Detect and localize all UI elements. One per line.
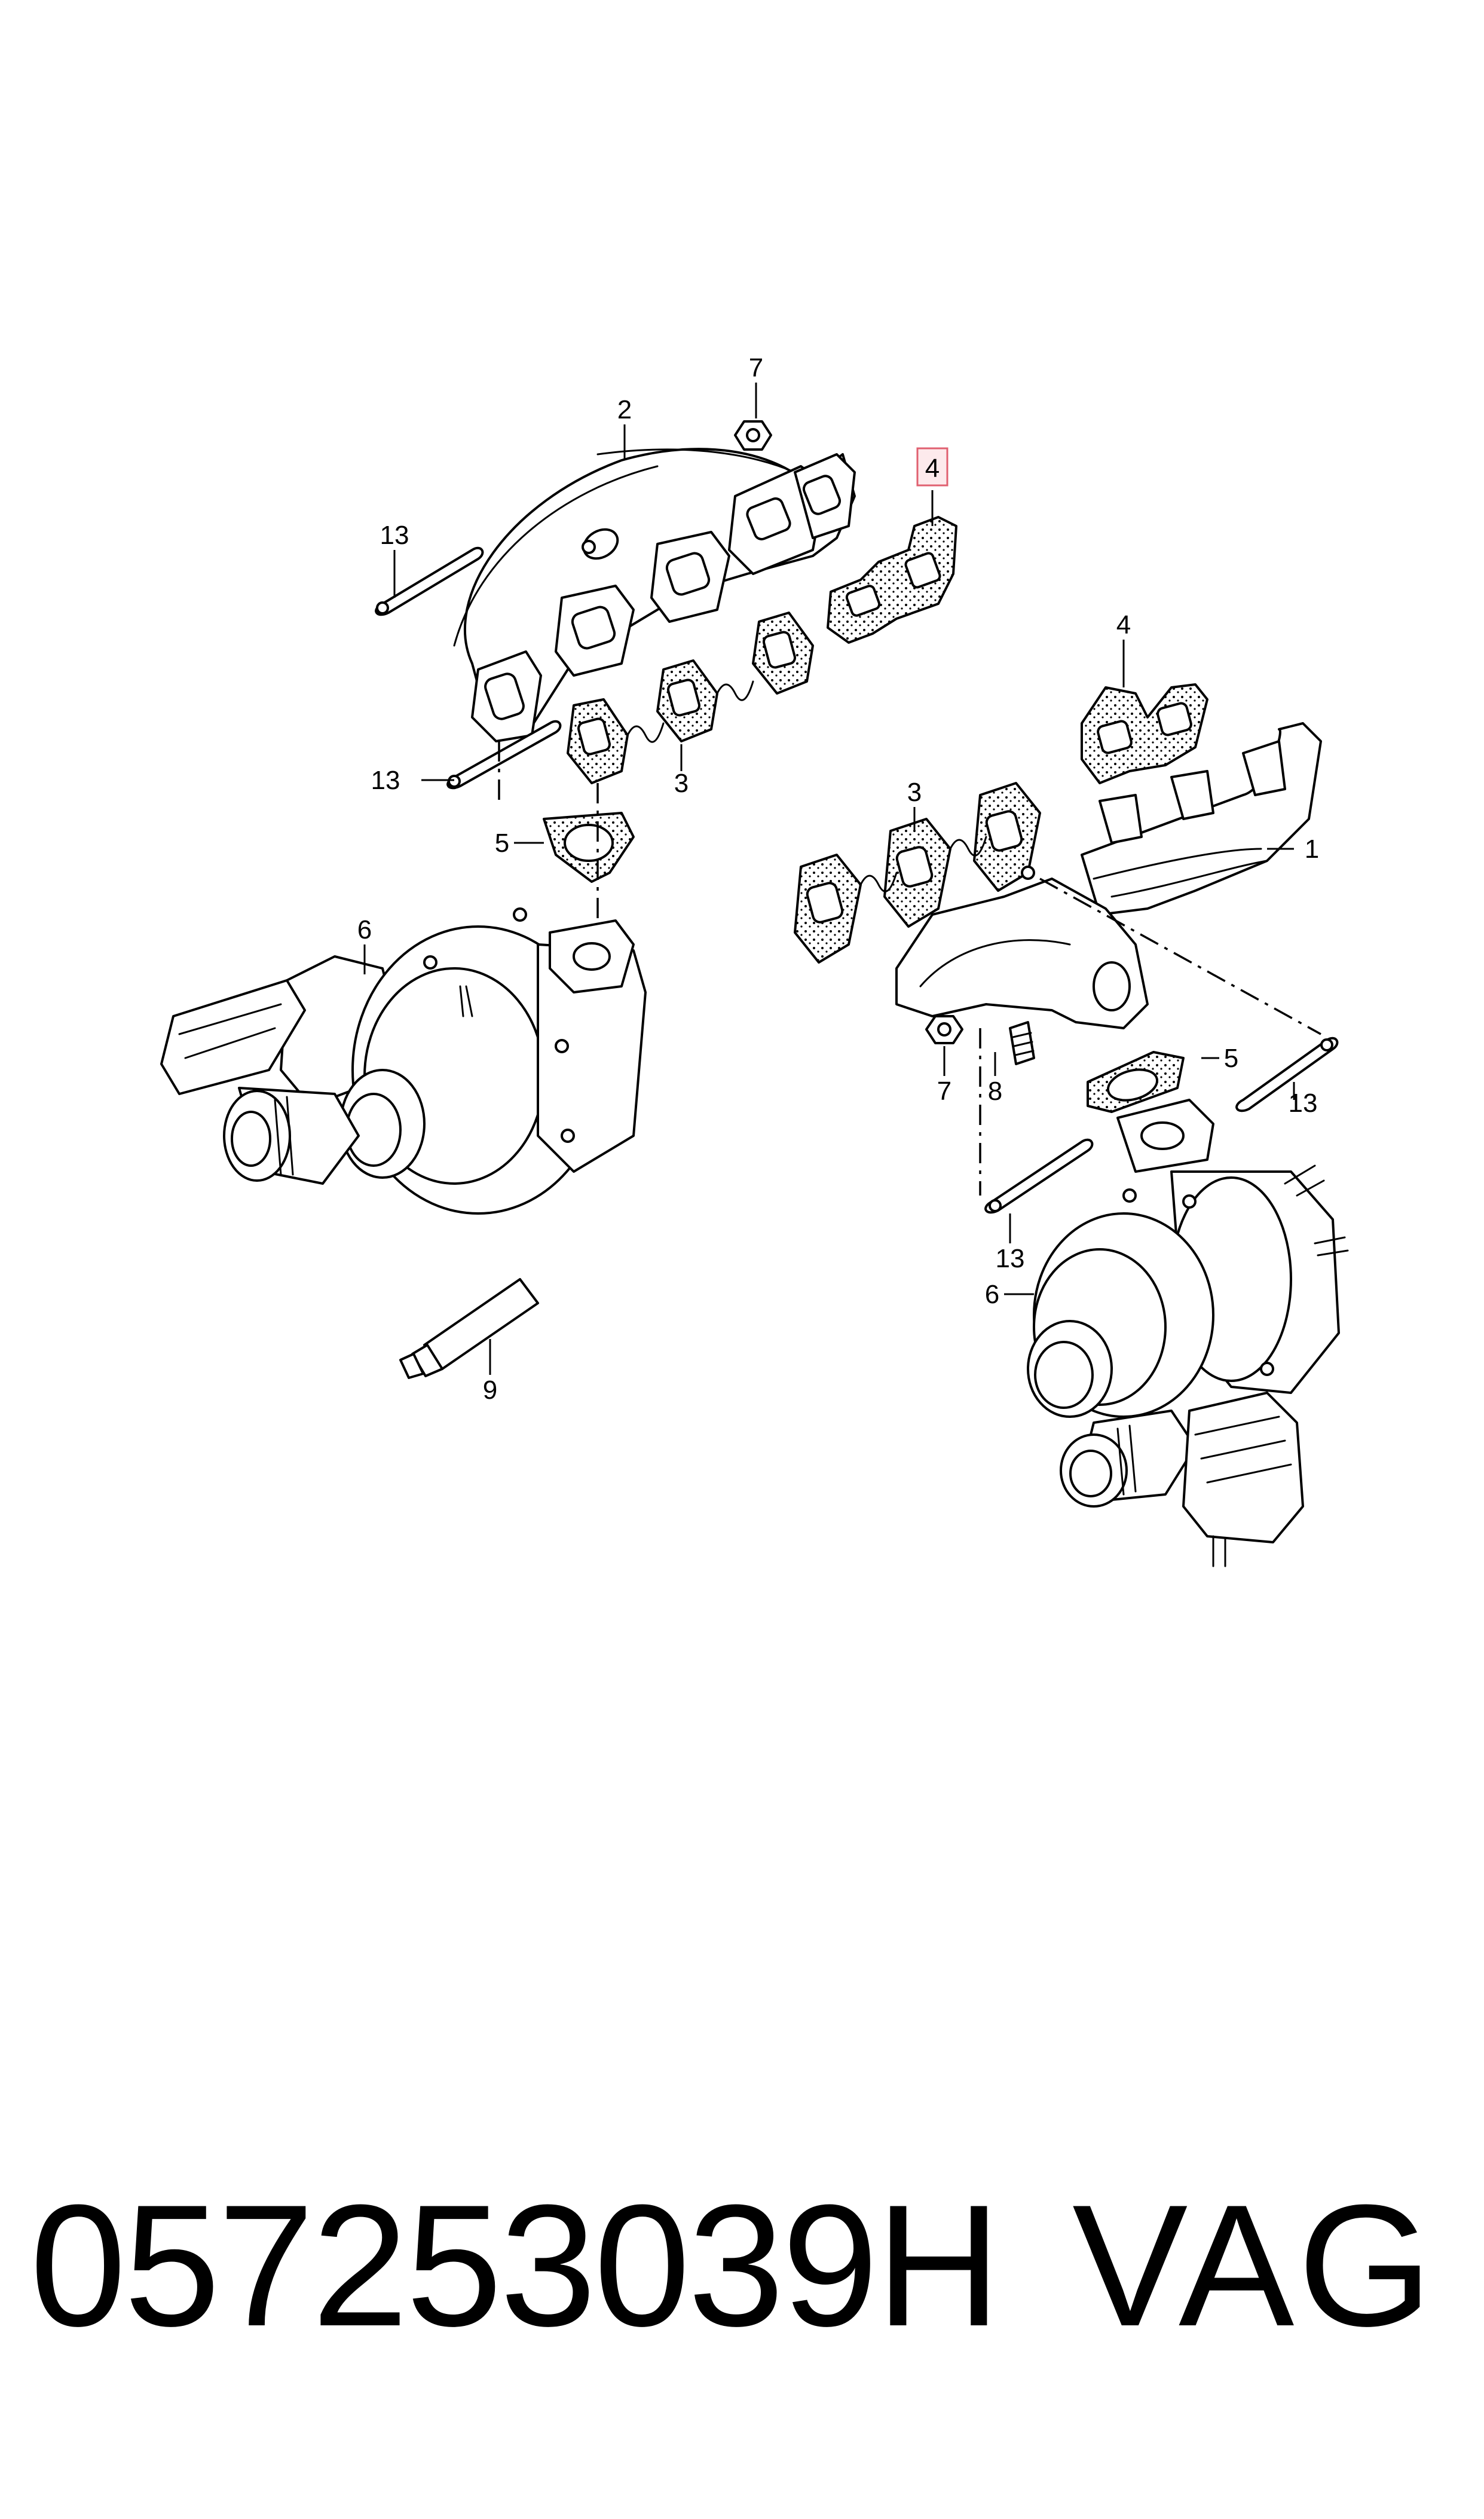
callout-3-left: 3	[674, 769, 689, 798]
callout-7-left: 7	[749, 353, 763, 383]
nut-left	[734, 420, 772, 451]
turbo-gasket-right	[1087, 1051, 1185, 1113]
manifold-gasket-right-upper	[1081, 683, 1208, 784]
brand-name: VAG	[1072, 2169, 1436, 2362]
callout-8: 8	[988, 1077, 1002, 1106]
clamp-right-lower	[984, 1138, 1094, 1214]
callout-6-right: 6	[985, 1280, 999, 1309]
exhaust-manifold-right	[1081, 722, 1322, 916]
callout-5-right: 5	[1224, 1044, 1238, 1073]
clamp-right-upper	[1235, 1037, 1339, 1112]
callout-7-right: 7	[937, 1077, 951, 1106]
callout-4-right: 4	[1116, 610, 1131, 640]
manifold-outlet-right	[895, 866, 1149, 1029]
manifold-gasket-left-outer	[827, 516, 957, 644]
bolt-right	[1009, 1021, 1035, 1065]
callout-13-left-upper: 13	[380, 521, 409, 550]
footer: 057253039H VAG	[0, 2176, 1484, 2355]
turbocharger-left	[160, 907, 647, 1215]
callout-9: 9	[483, 1375, 497, 1405]
callout-4-highlighted: 4	[925, 454, 940, 483]
callout-3-right: 3	[907, 778, 922, 807]
part-number: 057253039H	[30, 2169, 1001, 2362]
manifold-gasket-right-lower	[794, 782, 1041, 964]
callout-highlight-box	[916, 447, 948, 487]
callout-1: 1	[1305, 834, 1319, 864]
sealant-tube	[399, 1278, 539, 1379]
nut-right	[925, 1015, 963, 1044]
clamp-left-lower	[446, 720, 562, 790]
callout-13-right-lower: 13	[996, 1244, 1025, 1273]
exhaust-manifold-left	[453, 448, 856, 742]
clamp-left-upper	[375, 546, 484, 616]
leader-lines	[363, 383, 1295, 1375]
callout-13-left-lower: 13	[371, 766, 400, 795]
callout-5-left: 5	[495, 829, 509, 858]
turbo-gasket-left	[543, 812, 635, 883]
manifold-gasket-left-inner	[567, 612, 814, 784]
callout-13-right-upper: 13	[1289, 1089, 1318, 1118]
turbocharger-right	[1027, 1099, 1349, 1567]
callout-6-left: 6	[357, 915, 372, 944]
callout-2: 2	[617, 395, 632, 424]
centerline-right-diagonal	[1039, 878, 1321, 1035]
